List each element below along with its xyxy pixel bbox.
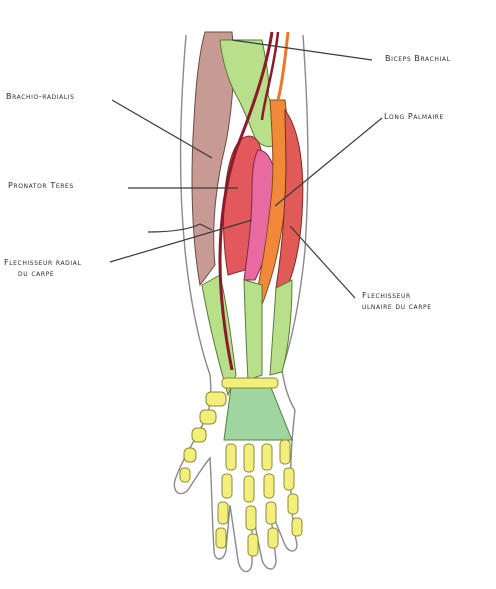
label-flechisseur-ulnaire: Flechisseur ulnaire du carpe bbox=[362, 291, 432, 313]
label-long-palmaire-text: Long Palmaire bbox=[384, 112, 444, 121]
palmar-aponeurosis bbox=[223, 379, 293, 441]
leader-biceps bbox=[231, 39, 373, 61]
label-flechisseur-ulnaire-line2: ulnaire du carpe bbox=[362, 301, 432, 311]
label-pronator-teres: Pronator Teres bbox=[8, 181, 74, 192]
leader-long-palmaire bbox=[274, 117, 383, 207]
leader-lines bbox=[109, 39, 383, 299]
radial-artery bbox=[218, 31, 274, 371]
orange-vessel bbox=[276, 31, 290, 101]
leader-flechisseur-radial bbox=[109, 219, 253, 263]
label-long-palmaire: Long Palmaire bbox=[384, 112, 444, 123]
leader-brachioradialis bbox=[111, 99, 213, 159]
label-biceps-text: Biceps Brachial bbox=[385, 54, 451, 63]
brachioradialis-muscle bbox=[191, 31, 235, 287]
forearm-skin-outline bbox=[179, 34, 309, 421]
hand-bones bbox=[179, 377, 303, 557]
label-flechisseur-radial-line2: du carpe bbox=[18, 268, 55, 278]
label-flechisseur-ulnaire-line1: Flechisseur bbox=[362, 291, 411, 300]
ink-mark bbox=[147, 223, 213, 233]
label-flechisseur-radial: Flechisseur radial du carpe bbox=[4, 258, 81, 280]
brachial-artery-branch bbox=[260, 31, 280, 121]
label-brachioradialis-text: Brachio-radialis bbox=[6, 92, 75, 101]
leader-flechisseur-ulnaire bbox=[289, 225, 356, 299]
label-brachioradialis: Brachio-radialis bbox=[6, 92, 75, 103]
label-pronator-text: Pronator Teres bbox=[8, 181, 74, 190]
label-biceps-brachial: Biceps Brachial bbox=[385, 54, 451, 65]
label-flechisseur-radial-line1: Flechisseur radial bbox=[4, 258, 82, 267]
distal-tendons bbox=[201, 274, 293, 397]
